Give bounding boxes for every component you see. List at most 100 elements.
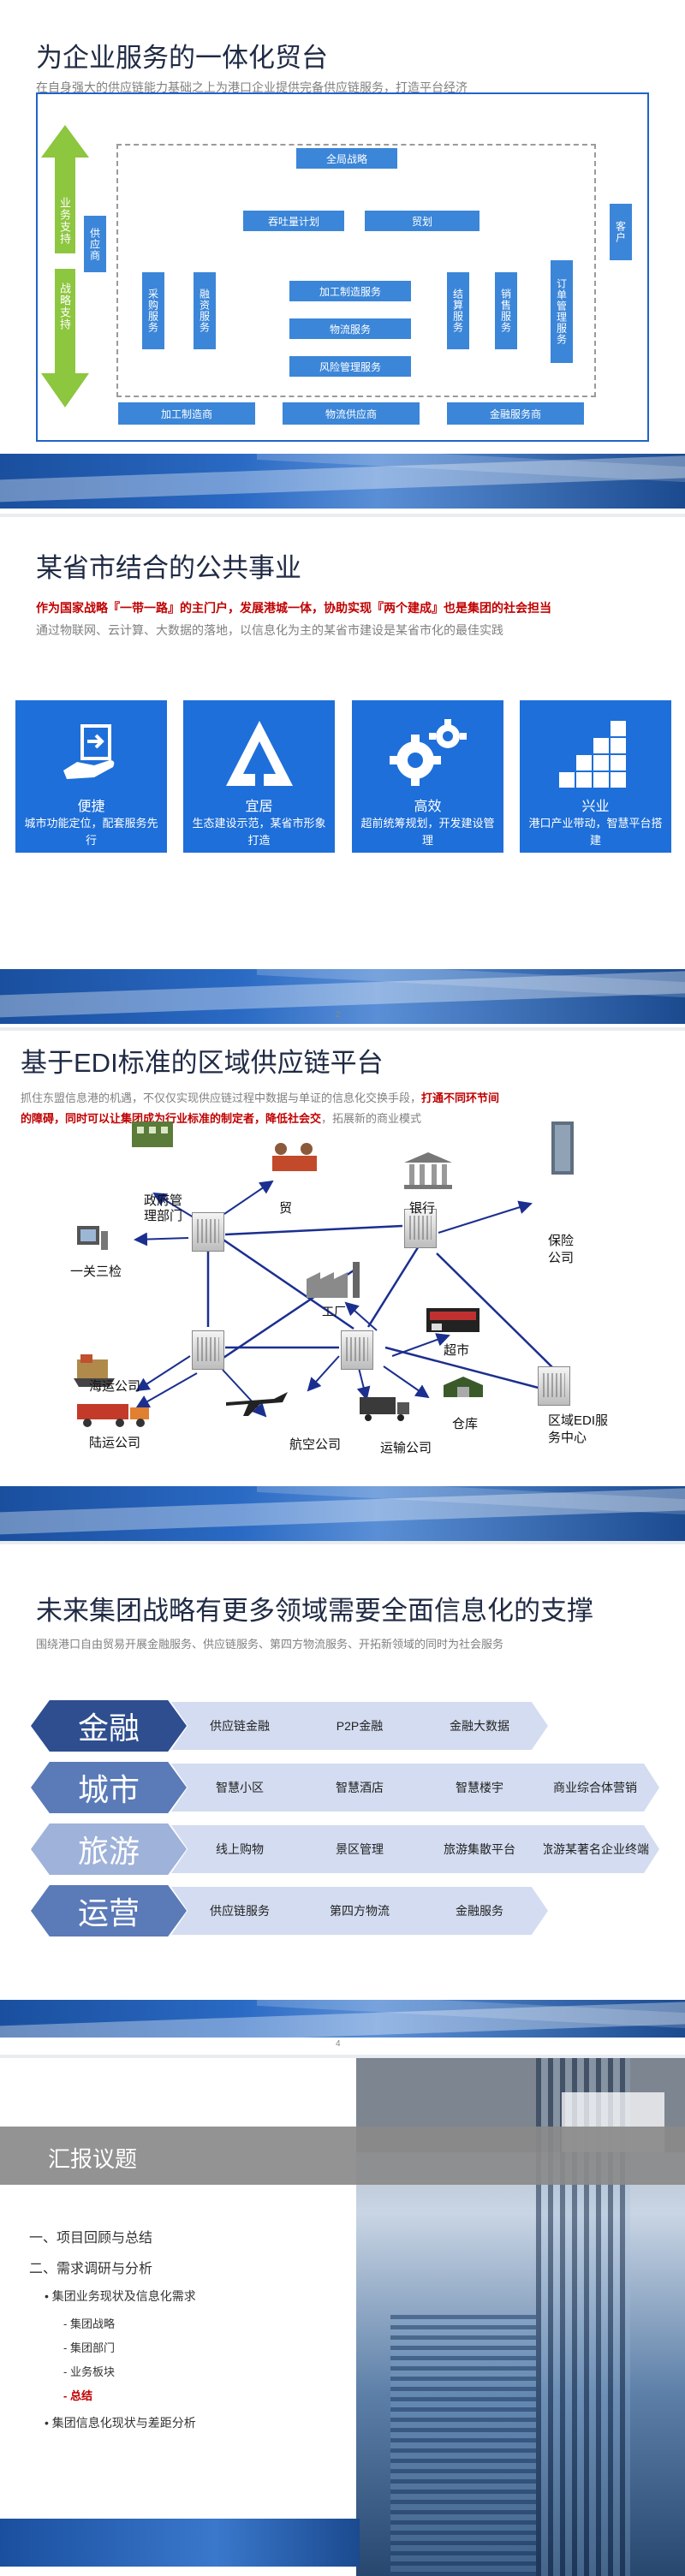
server-node-center bbox=[341, 1330, 373, 1370]
card-desc: 超前统筹规划，开发建设管理 bbox=[357, 815, 498, 849]
row-label-finance: 金融 bbox=[31, 1700, 187, 1752]
box-trade-plan: 贸划 bbox=[365, 211, 480, 231]
agenda-sub-1d-text: 总结 bbox=[70, 2389, 92, 2402]
node-factory-label: 工厂 bbox=[322, 1303, 346, 1320]
slide4-title: 未来集团战略有更多领域需要全面信息化的支撑 bbox=[36, 1589, 593, 1627]
agenda-sub-1b-text: 集团部门 bbox=[70, 2341, 115, 2354]
chevron-item: 智慧小区 bbox=[171, 1764, 308, 1812]
agenda-sub-1a-text: 集团战略 bbox=[70, 2317, 115, 2330]
chevron-item: 金融大数据 bbox=[411, 1702, 548, 1750]
node-trade-label: 贸 bbox=[279, 1199, 292, 1217]
card-prosper: 兴业 港口产业带动，智慧平台搭建 bbox=[520, 700, 671, 853]
supermarket-icon bbox=[425, 1306, 481, 1334]
agenda-sub-1-text: 集团业务现状及信息化需求 bbox=[52, 2289, 196, 2303]
card-desc: 港口产业带动，智慧平台搭建 bbox=[525, 815, 666, 849]
chevron-item: 旅游集散平台 bbox=[411, 1825, 548, 1873]
agenda-title: 汇报议题 bbox=[48, 2142, 137, 2174]
card-livable: 宜居 生态建设示范，某省市形象打造 bbox=[183, 700, 335, 853]
agenda-sub-1c-text: 业务板块 bbox=[70, 2365, 115, 2378]
node-bank-label: 银行 bbox=[409, 1199, 435, 1217]
slide-1: 为企业服务的一体化贸台 在自身强大的供应链能力基础之上为港口企业提供完备供应链服… bbox=[0, 0, 685, 514]
trade-meeting-icon bbox=[267, 1140, 322, 1175]
agenda-sub-1a: - 集团战略 bbox=[63, 2315, 115, 2331]
hand-document-icon bbox=[60, 723, 123, 786]
agenda-sub-2-text: 集团信息化现状与差距分析 bbox=[52, 2416, 196, 2430]
gears-icon bbox=[384, 717, 470, 789]
slide1-title: 为企业服务的一体化贸台 bbox=[36, 36, 328, 74]
customer-box: 客户 bbox=[610, 204, 632, 260]
node-insurance-label: 保险公司 bbox=[548, 1233, 582, 1267]
server-node-gov bbox=[192, 1212, 224, 1252]
slide2-footer-band bbox=[0, 969, 685, 1024]
box-order-mgmt: 订单管理服务 bbox=[551, 260, 573, 363]
chevron-item: 旅游某著名企业终端 bbox=[531, 1825, 659, 1873]
agenda-sub-1c: - 业务板块 bbox=[63, 2363, 115, 2379]
box-bottom-finance: 金融服务商 bbox=[447, 402, 584, 425]
server-node-left bbox=[192, 1330, 224, 1370]
box-manufacturing: 加工制造服务 bbox=[289, 281, 411, 301]
slide4-footer-band bbox=[0, 2000, 685, 2038]
chevron-item: 供应链金融 bbox=[171, 1702, 308, 1750]
chevron-item: 景区管理 bbox=[291, 1825, 428, 1873]
agenda-sub-1: • 集团业务现状及信息化需求 bbox=[45, 2287, 196, 2305]
box-global-strategy: 全局战略 bbox=[296, 148, 397, 169]
pyramid-icon bbox=[224, 719, 295, 788]
agenda-sub-2: • 集团信息化现状与差距分析 bbox=[45, 2414, 196, 2431]
slide3-footer-band bbox=[0, 1486, 685, 1541]
warehouse-icon bbox=[442, 1375, 485, 1399]
slide2-subtitle-gray: 通过物联网、云计算、大数据的落地，以信息化为主的某省市建设是某省市化的最佳实践 bbox=[36, 622, 503, 639]
card-title: 便捷 bbox=[15, 794, 167, 815]
node-transport-label: 运输公司 bbox=[380, 1438, 432, 1456]
row-label-city: 城市 bbox=[31, 1762, 187, 1813]
node-gov-label: 政府管理部门 bbox=[144, 1193, 194, 1224]
chevron-item: 智慧酒店 bbox=[291, 1764, 428, 1812]
box-bottom-logistics: 物流供应商 bbox=[283, 402, 420, 425]
node-air-label: 航空公司 bbox=[289, 1435, 341, 1453]
node-edi-label: 区域EDI服务中心 bbox=[548, 1413, 616, 1447]
agenda-item-2: 二、需求调研与分析 bbox=[29, 2257, 152, 2277]
chevron-item: P2P金融 bbox=[291, 1702, 428, 1750]
gov-building-icon bbox=[128, 1116, 176, 1151]
card-title: 兴业 bbox=[520, 794, 671, 815]
chevron-item: 智慧楼宇 bbox=[411, 1764, 548, 1812]
card-desc: 城市功能定位，配套服务先行 bbox=[21, 815, 162, 849]
factory-icon bbox=[305, 1260, 368, 1300]
slide4-subtitle: 围绕港口自由贸易开展金融服务、供应链服务、第四方物流服务、开拓新领域的同时为社会… bbox=[36, 1635, 503, 1651]
agenda-sub-1d: - 总结 bbox=[63, 2387, 92, 2403]
box-financing: 融资服务 bbox=[194, 272, 216, 349]
box-risk: 风险管理服务 bbox=[289, 356, 411, 377]
block-stairs-icon bbox=[559, 721, 633, 789]
supplier-box: 供应商 bbox=[84, 216, 106, 272]
slide1-footer-band bbox=[0, 454, 685, 509]
node-ship-label: 海运公司 bbox=[89, 1377, 140, 1395]
chevron-item: 金融服务 bbox=[411, 1887, 548, 1935]
card-desc: 生态建设示范，某省市形象打造 bbox=[188, 815, 330, 849]
land-transport-icon bbox=[75, 1399, 152, 1428]
card-convenient: 便捷 城市功能定位，配套服务先行 bbox=[15, 700, 167, 853]
box-sales: 销售服务 bbox=[495, 272, 517, 349]
box-settlement: 结算服务 bbox=[447, 272, 469, 349]
card-efficient: 高效 超前统筹规划，开发建设管理 bbox=[352, 700, 503, 853]
node-warehouse-label: 仓库 bbox=[452, 1414, 478, 1432]
chevron-item: 商业综合体营销 bbox=[531, 1764, 659, 1812]
node-market-label: 超市 bbox=[444, 1341, 469, 1359]
chevron-item: 线上购物 bbox=[171, 1825, 308, 1873]
chevron-item: 供应链服务 bbox=[171, 1887, 308, 1935]
customs-computer-icon bbox=[75, 1224, 110, 1253]
slide2-subtitle-red: 作为国家战略『一带一路』的主门户，发展港城一体，协助实现『两个建成』也是集团的社… bbox=[36, 599, 551, 616]
box-logistics: 物流服务 bbox=[289, 318, 411, 339]
insurance-tower-icon bbox=[548, 1120, 577, 1176]
card-title: 宜居 bbox=[183, 794, 335, 815]
slide-5: 汇报议题 一、项目回顾与总结 二、需求调研与分析 • 集团业务现状及信息化需求 … bbox=[0, 2058, 685, 2576]
arrow-up-label: 业务支持 bbox=[57, 197, 73, 245]
truck-icon bbox=[358, 1394, 413, 1423]
row-label-tourism: 旅游 bbox=[31, 1823, 187, 1875]
box-throughput-plan: 吞吐量计划 bbox=[243, 211, 344, 231]
node-land-label: 陆运公司 bbox=[89, 1433, 140, 1451]
server-node-edi bbox=[538, 1366, 570, 1406]
card-title: 高效 bbox=[352, 794, 503, 815]
row-label-operation: 运营 bbox=[31, 1885, 187, 1936]
slide5-footer-band bbox=[0, 2519, 360, 2567]
slide2-page-number: 2 bbox=[336, 1010, 341, 1020]
slide-4: 未来集团战略有更多领域需要全面信息化的支撑 围绕港口自由贸易开展金融服务、供应链… bbox=[0, 1544, 685, 2055]
